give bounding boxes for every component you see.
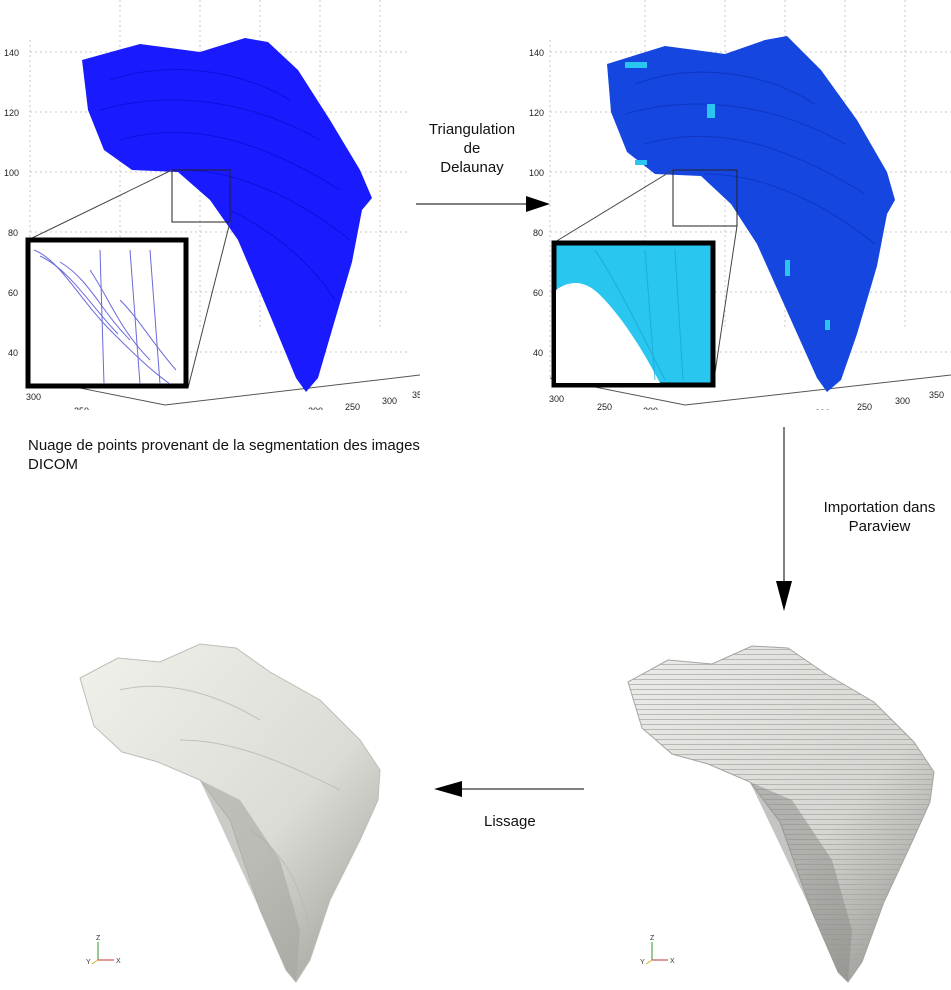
y-tick: 100 xyxy=(4,168,19,178)
arrow-left xyxy=(434,781,584,797)
import-line: Paraview xyxy=(848,518,911,535)
triangulation-caption: Triangulation de Delaunay xyxy=(416,120,528,177)
x-tick: 350 xyxy=(929,390,944,400)
imported-surface-view: Z Y X xyxy=(612,630,951,985)
x-tick: 250 xyxy=(74,406,89,410)
axis-z-label: Z xyxy=(650,935,655,942)
x-tick: 300 xyxy=(895,396,910,406)
arrow-right xyxy=(416,196,550,212)
y-tick: 40 xyxy=(533,348,543,358)
point-cloud-caption: Nuage de points provenant de la segmenta… xyxy=(28,437,420,473)
axis-x-label: X xyxy=(670,958,675,965)
x-tick: 250 xyxy=(345,402,360,410)
x-tick: 200 xyxy=(643,406,658,410)
x-tick: 300 xyxy=(549,394,564,404)
axis-triad xyxy=(91,942,114,965)
triangulation-line: Triangulation xyxy=(428,121,516,138)
smoothed-surface-view: Z Y X xyxy=(60,630,400,985)
triangulation-line: Delaunay xyxy=(440,159,504,176)
y-tick: 80 xyxy=(8,228,18,238)
point-cloud-inset xyxy=(33,249,177,385)
x-tick: 300 xyxy=(26,392,41,402)
import-line: Importation dans xyxy=(823,499,936,516)
y-tick: 100 xyxy=(529,168,544,178)
x-tick: 350 xyxy=(412,390,420,400)
point-cloud-plot: 140 120 100 80 60 40 300 250 200 150 100… xyxy=(0,0,427,426)
y-tick: 40 xyxy=(8,348,18,358)
point-cloud-shape xyxy=(82,38,372,392)
axis-y-label: Y xyxy=(86,959,91,966)
delaunay-mesh-plot: 140 120 100 80 60 40 300 250 200 150 100… xyxy=(525,0,951,422)
axis-triad xyxy=(645,942,668,965)
y-tick: 140 xyxy=(4,48,19,58)
x-tick: 300 xyxy=(382,396,397,406)
smoothing-caption: Lissage xyxy=(484,813,536,830)
arrow-down xyxy=(776,427,792,611)
y-tick: 60 xyxy=(8,288,18,298)
axis-z-label: Z xyxy=(96,935,101,942)
y-tick: 120 xyxy=(529,108,544,118)
mesh-shape xyxy=(607,36,895,392)
axis-x-label: X xyxy=(116,958,121,965)
y-tick: 120 xyxy=(4,108,19,118)
x-tick: 250 xyxy=(857,402,872,410)
triangulation-line: de xyxy=(463,140,481,157)
x-tick: 200 xyxy=(308,406,323,410)
y-tick: 60 xyxy=(533,288,543,298)
y-tick: 80 xyxy=(533,228,543,238)
import-caption: Importation dans Paraview xyxy=(808,498,951,536)
y-tick: 140 xyxy=(529,48,544,58)
mesh-inset-background xyxy=(556,250,660,383)
x-tick: 250 xyxy=(597,402,612,410)
axis-y-label: Y xyxy=(640,959,645,966)
x-tick: 200 xyxy=(815,408,830,410)
